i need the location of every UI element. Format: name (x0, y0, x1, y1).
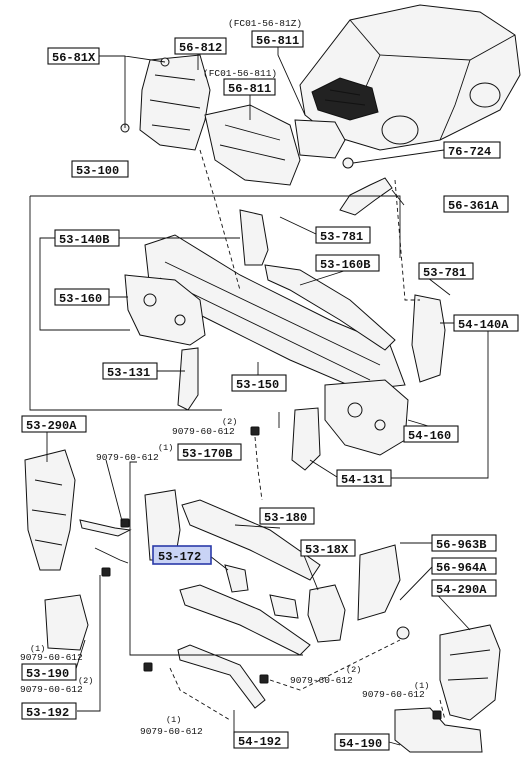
label-text: 53-160B (320, 258, 370, 272)
label-text: 53-131 (107, 366, 150, 380)
label-53-170B[interactable]: 53-170B (177, 443, 242, 461)
label-text: 54-140A (458, 318, 509, 332)
label-text: 53-192 (26, 706, 69, 720)
bolt-code: 9079-60-612 (140, 726, 203, 737)
bolt-code: 9079-60-612 (290, 675, 353, 686)
label-56-81X[interactable]: 56-81X (47, 47, 100, 65)
bolt-symbols (101, 426, 442, 720)
label-54-290A[interactable]: 54-290A (431, 579, 497, 597)
label-text: 56-963B (436, 538, 486, 552)
label-56-811-top[interactable]: 56-811 (251, 30, 304, 48)
label-text: 53-180 (264, 511, 307, 525)
dashed-guides (169, 149, 446, 721)
qty-text: (1) (166, 715, 181, 725)
lower-assembly-illustration (24, 449, 501, 753)
bolt-code: 9079-60-612 (362, 689, 425, 700)
qty-text: (1) (414, 681, 429, 691)
label-53-160B[interactable]: 53-160B (315, 254, 380, 272)
label-53-131[interactable]: 53-131 (102, 362, 158, 380)
label-53-100[interactable]: 53-100 (71, 160, 129, 178)
fc-code-top: (FC01-56-81Z) (228, 18, 302, 29)
label-text: 53-190 (26, 667, 69, 681)
label-text: 53-150 (236, 378, 279, 392)
label-56-811-mid[interactable]: 56-811 (223, 78, 276, 96)
qty-text: (2) (222, 417, 237, 427)
label-text: 56-812 (179, 41, 222, 55)
label-text: 54-160 (408, 429, 451, 443)
bolt-code: 9079-60-612 (20, 652, 83, 663)
label-text: 56-964A (436, 561, 487, 575)
label-text: 76-724 (448, 145, 491, 159)
qty-text: (2) (78, 676, 93, 686)
label-53-781-left[interactable]: 53-781 (315, 226, 371, 244)
qty-text: (2) (346, 665, 361, 675)
label-56-963B[interactable]: 56-963B (431, 534, 497, 552)
bolt-code: 9079-60-612 (20, 684, 83, 695)
label-54-192[interactable]: 54-192 (233, 731, 289, 749)
label-text: 56-81X (52, 51, 96, 65)
qty-text: (1) (30, 644, 45, 654)
label-53-781-right[interactable]: 53-781 (418, 262, 474, 280)
label-text: 56-811 (256, 34, 299, 48)
label-text: 53-781 (320, 230, 363, 244)
label-54-131[interactable]: 54-131 (336, 469, 392, 487)
label-text: 53-172 (158, 550, 201, 564)
label-text: 53-140B (59, 233, 109, 247)
label-text: 53-100 (76, 164, 119, 178)
part-56-811-illustration (204, 104, 346, 186)
label-54-140A[interactable]: 54-140A (453, 314, 519, 332)
label-text: 54-192 (238, 735, 281, 749)
label-53-18X[interactable]: 53-18X (300, 539, 356, 557)
label-56-964A[interactable]: 56-964A (431, 557, 497, 575)
bolt-code: 9079-60-612 (96, 452, 159, 463)
bolt-code: 9079-60-612 (172, 426, 235, 437)
label-76-724[interactable]: 76-724 (443, 141, 501, 159)
part-56-812-illustration (120, 54, 211, 151)
label-54-160[interactable]: 54-160 (403, 425, 459, 443)
label-56-812[interactable]: 56-812 (174, 37, 227, 55)
label-53-180[interactable]: 53-180 (259, 507, 315, 525)
qty-text: (1) (158, 443, 173, 453)
label-text: 53-18X (305, 543, 349, 557)
leader-lines (29, 43, 489, 746)
label-53-290A[interactable]: 53-290A (21, 415, 87, 433)
label-text: 56-361A (448, 199, 499, 213)
label-text: 53-160 (59, 292, 102, 306)
hose-illustration (339, 157, 393, 216)
label-53-160[interactable]: 53-160 (54, 288, 110, 306)
label-text: 53-170B (182, 447, 232, 461)
label-54-190[interactable]: 54-190 (334, 733, 390, 751)
label-53-150[interactable]: 53-150 (231, 374, 287, 392)
label-text: 53-290A (26, 419, 77, 433)
label-53-190[interactable]: 53-190 (21, 663, 77, 681)
car-illustration (299, 4, 521, 151)
label-53-172-highlighted[interactable]: 53-172 (152, 545, 212, 565)
label-53-140B[interactable]: 53-140B (54, 229, 120, 247)
radiator-support-illustration (124, 209, 446, 471)
label-56-361A[interactable]: 56-361A (443, 195, 509, 213)
label-text: 53-781 (423, 266, 466, 280)
label-text: 54-190 (339, 737, 382, 751)
fc-code-mid: (FC01-56-811) (203, 68, 277, 79)
label-text: 54-290A (436, 583, 487, 597)
label-53-192[interactable]: 53-192 (21, 702, 77, 720)
label-text: 54-131 (341, 473, 384, 487)
label-text: 56-811 (228, 82, 271, 96)
